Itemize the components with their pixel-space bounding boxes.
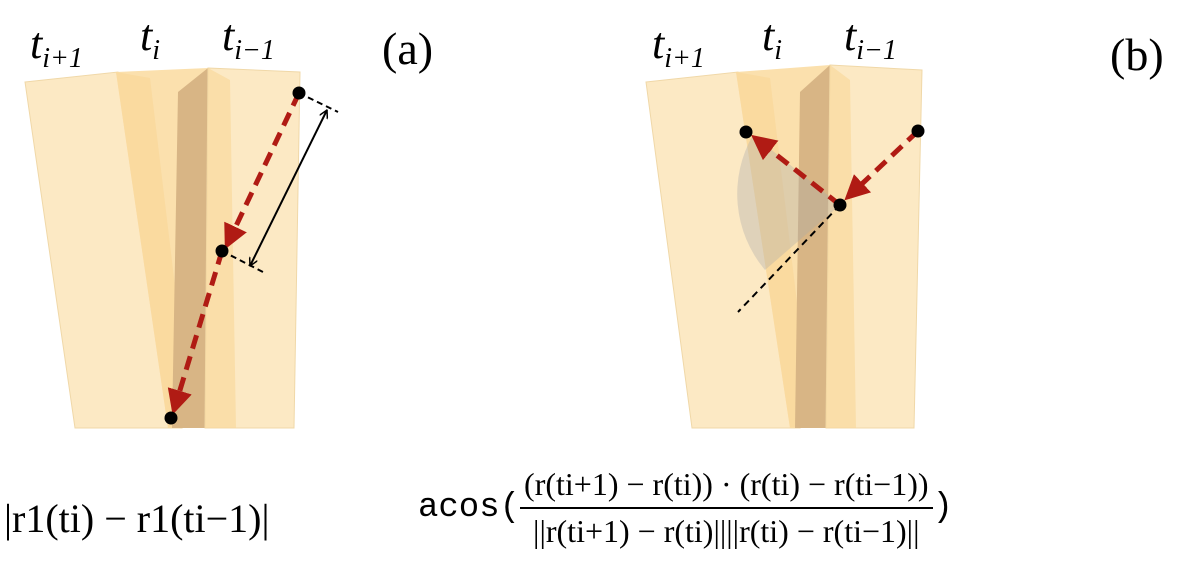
strip-a-middle-shade [116, 72, 192, 428]
label-a-t-next: ti+1 [30, 19, 83, 74]
label-a-t-current: ti [140, 11, 161, 66]
point-b-left [739, 125, 753, 139]
tick-a-mid [221, 250, 264, 273]
point-a-top [292, 86, 306, 100]
formula-close: ) [932, 489, 953, 527]
formula-angle: acos( (r(ti+1) − r(ti)) · (r(ti) − r(ti−… [418, 466, 953, 550]
panel-a-label: (a) [382, 23, 434, 74]
formula-fraction: (r(ti+1) − r(ti)) · (r(ti) − r(ti−1)) ||… [520, 466, 933, 550]
formula-acos: acos( [418, 489, 521, 527]
strip-b-middle-shade [736, 72, 812, 428]
panel-a-strips [24, 67, 301, 429]
strip-b-fold [795, 65, 830, 428]
formula-denominator: ||r(ti+1) − r(ti)||||r(ti) − r(ti−1)|| [533, 513, 920, 549]
fraction-bar [520, 507, 933, 509]
label-b-t-next: ti+1 [652, 19, 705, 74]
formula-numerator: (r(ti+1) − r(ti)) · (r(ti) − r(ti−1)) [524, 466, 929, 502]
point-b-right [911, 124, 925, 138]
extension-line [737, 204, 841, 313]
distance-arrow [250, 110, 327, 266]
strip-b-right-shade [826, 65, 856, 428]
panel-a-arrows [164, 86, 339, 425]
tick-a-top [298, 92, 339, 113]
point-a-mid [215, 244, 229, 258]
arrow-b-incoming [844, 129, 920, 201]
formula-distance-text: |r1(ti) − r1(ti−1)| [4, 496, 270, 541]
label-a-t-prev: ti−1 [222, 11, 275, 66]
strip-a-fold [172, 68, 208, 428]
point-b-center [833, 198, 847, 212]
angle-wedge [737, 135, 840, 270]
label-b-t-prev: ti−1 [844, 11, 897, 66]
formula-distance: |r1(ti) − r1(ti−1)| [4, 495, 270, 542]
arrow-a-lower [167, 250, 225, 415]
point-a-bottom [164, 411, 178, 425]
label-b-t-current: ti [762, 11, 783, 66]
arrow-b-outgoing [751, 134, 842, 207]
panel-b-label: (b) [1110, 29, 1164, 80]
panel-b-arrows [739, 124, 925, 212]
